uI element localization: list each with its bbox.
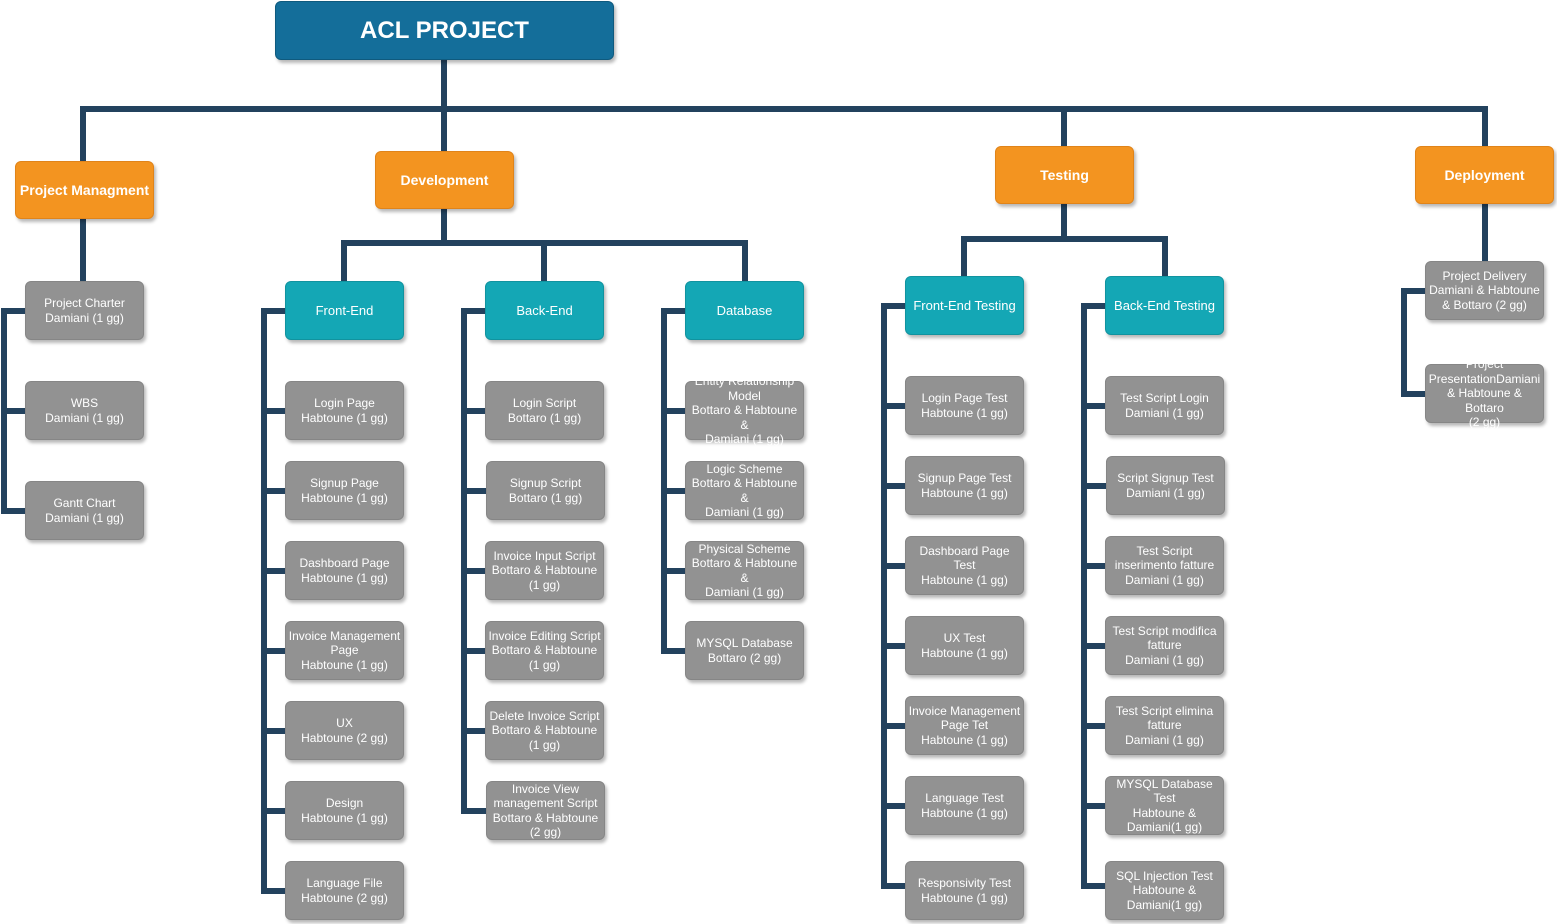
task-signup-page-test: Signup Page Test Habtoune (1 gg) [905, 456, 1024, 515]
task-invoice-management-page: Invoice Management Page Habtoune (1 gg) [285, 621, 404, 680]
task-wbs: WBS Damiani (1 gg) [25, 381, 144, 440]
category-development: Development [375, 151, 514, 209]
task-login-script: Login Script Bottaro (1 gg) [485, 381, 604, 440]
category-deployment: Deployment [1415, 146, 1554, 204]
task-signup-script: Signup Script Bottaro (1 gg) [486, 461, 605, 520]
task-delete-invoice-script: Delete Invoice Script Bottaro & Habtoune… [485, 701, 604, 760]
task-login-page: Login Page Habtoune (1 gg) [285, 381, 404, 440]
task-invoice-management-page-test: Invoice Management Page Tet Habtoune (1 … [905, 696, 1024, 755]
root-node: ACL PROJECT [275, 1, 614, 60]
task-responsivity-test: Responsivity Test Habtoune (1 gg) [905, 861, 1024, 920]
task-test-script-login: Test Script Login Damiani (1 gg) [1105, 376, 1224, 435]
task-ux: UX Habtoune (2 gg) [285, 701, 404, 760]
task-invoice-editing-script: Invoice Editing Script Bottaro & Habtoun… [485, 621, 604, 680]
task-ux-test: UX Test Habtoune (1 gg) [905, 616, 1024, 675]
task-gantt-chart: Gantt Chart Damiani (1 gg) [25, 481, 144, 540]
task-invoice-input-script: Invoice Input Script Bottaro & Habtoune … [485, 541, 604, 600]
task-login-page-test: Login Page Test Habtoune (1 gg) [905, 376, 1024, 435]
group-front-end-testing: Front-End Testing [905, 276, 1024, 335]
task-test-script-elimina-fatture: Test Script elimina fatture Damiani (1 g… [1105, 696, 1224, 755]
task-logic-scheme: Logic Scheme Bottaro & Habtoune & Damian… [685, 461, 804, 520]
task-project-charter: Project Charter Damiani (1 gg) [25, 281, 144, 340]
task-sql-injection-test: SQL Injection Test Habtoune & Damiani(1 … [1105, 861, 1224, 920]
group-front-end: Front-End [285, 281, 404, 340]
task-test-script-modifica-fatture: Test Script modifica fatture Damiani (1 … [1105, 616, 1224, 675]
task-entity-relationship-model: Entity Relationship Model Bottaro & Habt… [685, 374, 804, 446]
task-mysql-database-test: MYSQL Database Test Habtoune & Damiani(1… [1105, 776, 1224, 835]
task-mysql-database: MYSQL Database Bottaro (2 gg) [685, 621, 804, 680]
task-physical-scheme: Physical Scheme Bottaro & Habtoune & Dam… [685, 541, 804, 600]
task-script-signup-test: Script Signup Test Damiani (1 gg) [1106, 456, 1225, 515]
task-test-script-inserimento-fatture: Test Script inserimento fatture Damiani … [1105, 536, 1224, 595]
task-language-test: Language Test Habtoune (1 gg) [905, 776, 1024, 835]
task-project-presentation: Project PresentationDamiani & Habtoune &… [1425, 357, 1544, 429]
category-testing: Testing [995, 146, 1134, 204]
task-dashboard-page-test: Dashboard Page Test Habtoune (1 gg) [905, 536, 1024, 595]
group-database: Database [685, 281, 804, 340]
task-invoice-view-management-script: Invoice View management Script Bottaro &… [486, 781, 605, 840]
task-language-file: Language File Habtoune (2 gg) [285, 861, 404, 920]
group-back-end: Back-End [485, 281, 604, 340]
task-dashboard-page: Dashboard Page Habtoune (1 gg) [285, 541, 404, 600]
task-signup-page: Signup Page Habtoune (1 gg) [285, 461, 404, 520]
group-back-end-testing: Back-End Testing [1105, 276, 1224, 335]
category-project-managment: Project Managment [15, 161, 154, 219]
task-project-delivery: Project Delivery Damiani & Habtoune & Bo… [1425, 261, 1544, 320]
task-design: Design Habtoune (1 gg) [285, 781, 404, 840]
